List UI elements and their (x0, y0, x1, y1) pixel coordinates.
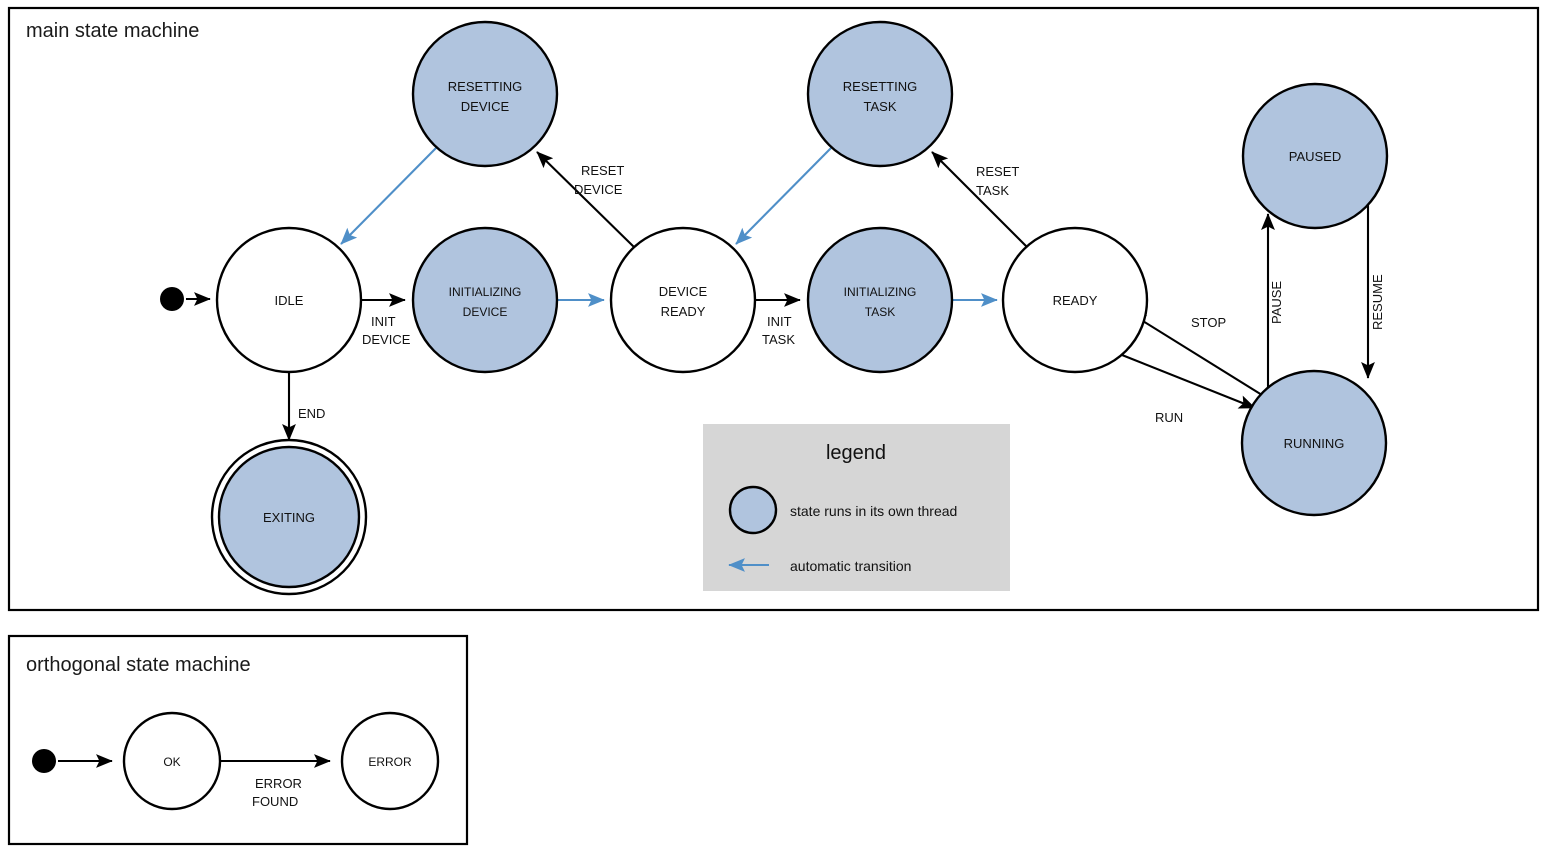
state-ok[interactable]: OK (122, 711, 222, 811)
state-running[interactable]: RUNNING (1240, 369, 1388, 517)
transition-label-stop: STOP (1191, 315, 1226, 330)
state-ready[interactable]: READY (1001, 226, 1149, 374)
state-exiting[interactable]: EXITING (210, 438, 368, 596)
state-resetting-device[interactable]: RESETTING DEVICE (411, 20, 559, 168)
legend-thread-state-swatch-icon (728, 485, 778, 535)
legend-item-automatic-transition-label: automatic transition (790, 558, 911, 574)
state-resetting-task-label-line2: TASK (864, 99, 897, 114)
main-states-layer: IDLE RESETTING DEVICE INITIALIZING DEVIC… (160, 20, 1389, 596)
state-initializing-device-label-line1: INITIALIZING (449, 285, 522, 299)
state-error-label: ERROR (368, 755, 412, 769)
state-device-ready-label-line2: READY (661, 304, 706, 319)
state-running-label: RUNNING (1284, 436, 1345, 451)
state-resetting-device-label-line1: RESETTING (448, 79, 522, 94)
state-resetting-task[interactable]: RESETTING TASK (806, 20, 954, 168)
transition-label-init-device-line2: DEVICE (362, 332, 411, 347)
state-device-ready-label-line1: DEVICE (659, 284, 708, 299)
state-initializing-task-circle[interactable] (806, 226, 954, 374)
state-initializing-task-label-line1: INITIALIZING (844, 285, 917, 299)
state-ready-circle[interactable] (1001, 226, 1149, 374)
state-ready-label: READY (1053, 293, 1098, 308)
transition-resetting-task-to-device-ready[interactable] (735, 146, 833, 245)
transition-label-run: RUN (1155, 410, 1183, 425)
transition-ready-to-resetting-task[interactable] (931, 151, 1029, 249)
transition-running-to-ready[interactable] (1129, 312, 1263, 396)
transition-label-init-task-line1: INIT (767, 314, 792, 329)
transition-label-reset-device-line2: DEVICE (574, 182, 623, 197)
main-frame-title: main state machine (26, 20, 199, 42)
transition-device-ready-to-resetting-device[interactable] (536, 151, 636, 249)
transition-ready-to-running[interactable] (1121, 354, 1256, 409)
transition-label-init-device-line1: INIT (371, 314, 396, 329)
transition-label-reset-device-line1: RESET (581, 163, 624, 178)
orthogonal-states-layer: OK ERROR (32, 711, 440, 811)
state-resetting-task-circle[interactable] (806, 20, 954, 168)
orthogonal-frame-title: orthogonal state machine (26, 654, 251, 676)
state-error-circle[interactable] (340, 711, 440, 811)
transition-resetting-device-to-idle[interactable] (340, 146, 438, 245)
legend-item-thread-state: state runs in its own thread (728, 485, 957, 535)
state-ok-label: OK (163, 755, 180, 769)
state-idle[interactable]: IDLE (215, 226, 363, 374)
transition-label-pause: PAUSE (1269, 281, 1284, 324)
transition-label-end: END (298, 406, 325, 421)
state-resetting-device-label-line2: DEVICE (461, 99, 510, 114)
transition-label-error-found-line2: FOUND (252, 794, 298, 809)
transition-label-reset-task-line1: RESET (976, 164, 1019, 179)
state-idle-circle[interactable] (215, 226, 363, 374)
state-running-circle[interactable] (1240, 369, 1388, 517)
state-paused-circle[interactable] (1241, 82, 1389, 230)
state-error[interactable]: ERROR (340, 711, 440, 811)
legend: legend state runs in its own thread auto… (703, 424, 1010, 591)
state-exiting-label: EXITING (263, 510, 315, 525)
transition-label-error-found-line1: ERROR (255, 776, 302, 791)
state-idle-label: IDLE (275, 293, 304, 308)
state-initializing-device-label-line2: DEVICE (463, 305, 508, 319)
legend-item-thread-state-label: state runs in its own thread (790, 503, 957, 519)
state-device-ready-circle[interactable] (609, 226, 757, 374)
state-initializing-device[interactable]: INITIALIZING DEVICE (411, 226, 559, 374)
state-initializing-task-label-line2: TASK (865, 305, 895, 319)
transition-label-reset-task-line2: TASK (976, 183, 1009, 198)
orthogonal-transitions-layer: ERROR FOUND (58, 754, 331, 809)
state-resetting-task-label-line1: RESETTING (843, 79, 917, 94)
state-resetting-device-circle[interactable] (411, 20, 559, 168)
initial-state-marker-orthogonal[interactable] (32, 749, 56, 773)
state-initializing-task[interactable]: INITIALIZING TASK (806, 226, 954, 374)
state-exiting-circle[interactable] (217, 445, 361, 589)
initial-state-marker-main[interactable] (160, 287, 184, 311)
state-ok-circle[interactable] (122, 711, 222, 811)
state-device-ready[interactable]: DEVICE READY (609, 226, 757, 374)
state-paused-label: PAUSED (1289, 149, 1342, 164)
legend-title: legend (826, 442, 886, 464)
transition-label-init-task-line2: TASK (762, 332, 795, 347)
main-transitions-layer: INIT DEVICE END RESET DEVICE INIT TASK R… (186, 146, 1385, 441)
state-paused[interactable]: PAUSED (1241, 82, 1389, 230)
transition-label-resume: RESUME (1370, 274, 1385, 330)
state-initializing-device-circle[interactable] (411, 226, 559, 374)
legend-item-automatic-transition: automatic transition (728, 558, 911, 574)
